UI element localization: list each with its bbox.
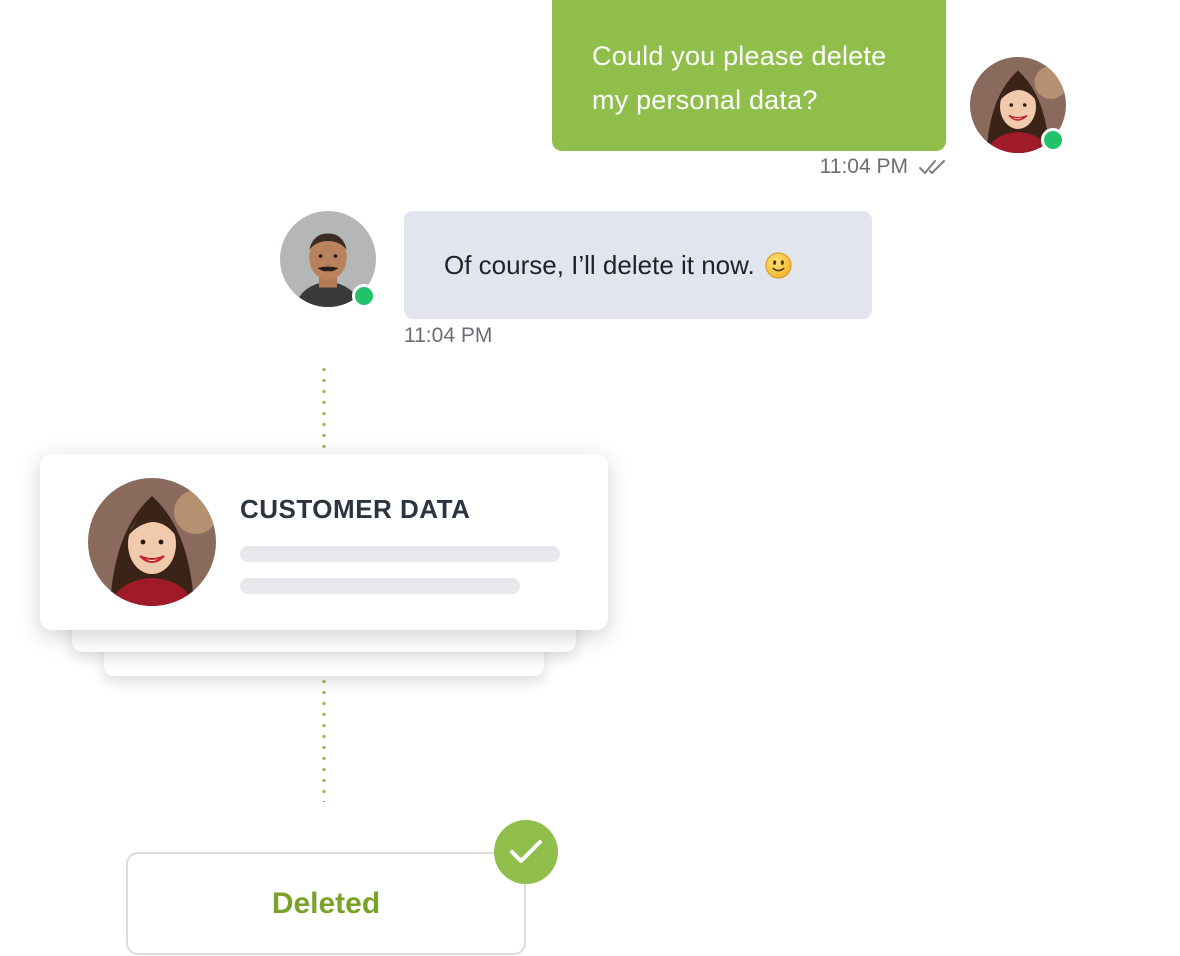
agent-message-text: Of course, I’ll delete it now. <box>444 249 755 280</box>
check-icon <box>494 820 558 884</box>
customer-data-card: CUSTOMER DATA <box>40 454 608 630</box>
customer-data-title: CUSTOMER DATA <box>240 494 471 524</box>
connector-line-bottom <box>322 676 326 802</box>
agent-message-bubble: Of course, I’ll delete it now. <box>404 211 872 319</box>
customer-avatar <box>970 57 1066 153</box>
deleted-status-box: Deleted <box>126 852 526 955</box>
agent-avatar <box>280 211 376 307</box>
slightly-smiling-face-icon <box>765 251 792 279</box>
placeholder-line <box>240 546 560 562</box>
double-check-icon <box>918 159 946 175</box>
agent-online-indicator <box>352 284 376 308</box>
customer-data-avatar <box>88 478 216 606</box>
customer-message-line2: my personal data? <box>592 85 818 115</box>
customer-message-meta: 11:04 PM <box>780 152 946 182</box>
customer-message-bubble: Could you please delete my personal data… <box>552 0 946 151</box>
customer-message-time: 11:04 PM <box>819 155 908 178</box>
deleted-status-label: Deleted <box>271 886 381 920</box>
connector-line-top <box>322 364 326 452</box>
customer-online-indicator <box>1041 128 1065 152</box>
customer-message-line1: Could you please delete <box>592 41 887 71</box>
agent-message-time: 11:04 PM <box>404 324 493 347</box>
placeholder-line <box>240 578 520 594</box>
